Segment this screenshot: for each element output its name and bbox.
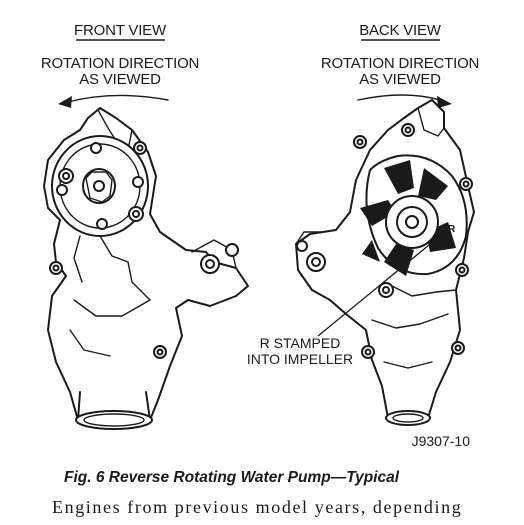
callout-leader-line xyxy=(317,235,441,337)
back-rotation-arrow xyxy=(357,94,452,108)
figure-caption: Fig. 6 Reverse Rotating Water Pump—Typic… xyxy=(64,469,400,486)
front-rotation-arrow xyxy=(58,94,169,108)
back-rotation-line1: ROTATION DIRECTION xyxy=(321,55,479,72)
callout-line1: R STAMPED xyxy=(260,335,341,351)
front-view-title: FRONT VIEW xyxy=(74,22,167,39)
callout-line2: INTO IMPELLER xyxy=(247,351,353,367)
back-pump-drawing: R xyxy=(295,99,475,426)
front-pump-drawing xyxy=(43,107,249,430)
impeller-stamp-mark: R xyxy=(448,224,456,235)
front-rotation-line2: AS VIEWED xyxy=(79,71,161,88)
impeller-callout: R STAMPED INTO IMPELLER xyxy=(247,235,441,367)
front-rotation-line1: ROTATION DIRECTION xyxy=(41,55,199,72)
back-rotation-line2: AS VIEWED xyxy=(359,71,441,88)
body-paragraph: Engines from previous model years, depen… xyxy=(52,497,463,517)
figure-id: J9307-10 xyxy=(412,433,471,449)
back-view-title: BACK VIEW xyxy=(359,22,442,39)
